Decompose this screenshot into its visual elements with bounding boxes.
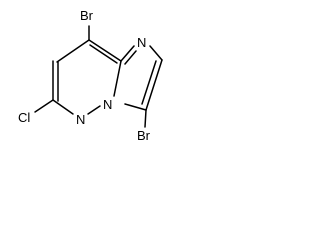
atom-label-n-imidazole: N	[137, 35, 146, 50]
bond-c8a-n-imidazole-double	[124, 50, 137, 65]
bond-c8a-c8-double	[89, 44, 118, 64]
bond-c8a-n-imidazole	[120, 45, 135, 62]
bond-c3-br	[144, 109, 147, 128]
atom-label-br-bottom: Br	[137, 128, 151, 143]
bond-n-imidazole-c2	[149, 45, 163, 61]
atom-label-cl: Cl	[18, 110, 30, 125]
molecule-diagram: Br Cl N N N Br	[0, 0, 185, 167]
atom-label-n-pyridazine: N	[76, 112, 85, 127]
bond-c2-c3	[145, 59, 163, 111]
bond-c3-n-bridge	[124, 103, 147, 111]
atom-label-br-top: Br	[80, 8, 94, 23]
bond-c8a-c8	[88, 39, 122, 62]
bond-n-bridge-c8a	[113, 60, 122, 97]
atom-label-n-bridge: N	[103, 97, 112, 112]
structure-drawing: Br Cl N N N Br	[18, 8, 163, 143]
bond-c6-n1	[52, 99, 74, 115]
bond-c8-c7	[56, 39, 90, 63]
bond-c2-c3-double	[141, 60, 157, 105]
bond-c6-cl	[34, 99, 54, 113]
bond-n1-n-bridge	[87, 105, 101, 115]
